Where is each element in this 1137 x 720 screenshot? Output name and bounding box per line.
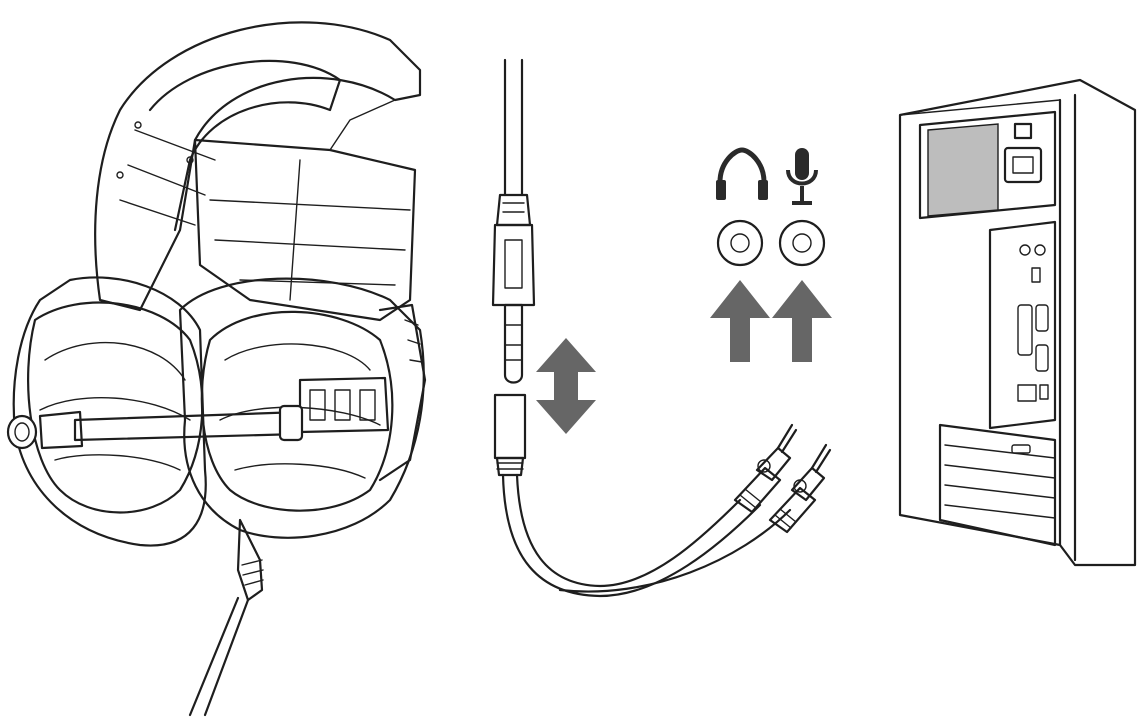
microphone-icon bbox=[786, 148, 818, 205]
headphones-icon bbox=[716, 147, 768, 200]
headphone-up-arrow bbox=[710, 280, 770, 362]
gaming-headset bbox=[6, 21, 427, 717]
microphone-port bbox=[778, 219, 826, 267]
audio-cable-plug bbox=[491, 58, 536, 384]
pc-tower bbox=[898, 78, 1137, 567]
splitter-adapter bbox=[493, 393, 832, 598]
headphone-port bbox=[716, 219, 764, 267]
microphone-up-arrow bbox=[772, 280, 832, 362]
bidirectional-arrow bbox=[536, 338, 596, 434]
